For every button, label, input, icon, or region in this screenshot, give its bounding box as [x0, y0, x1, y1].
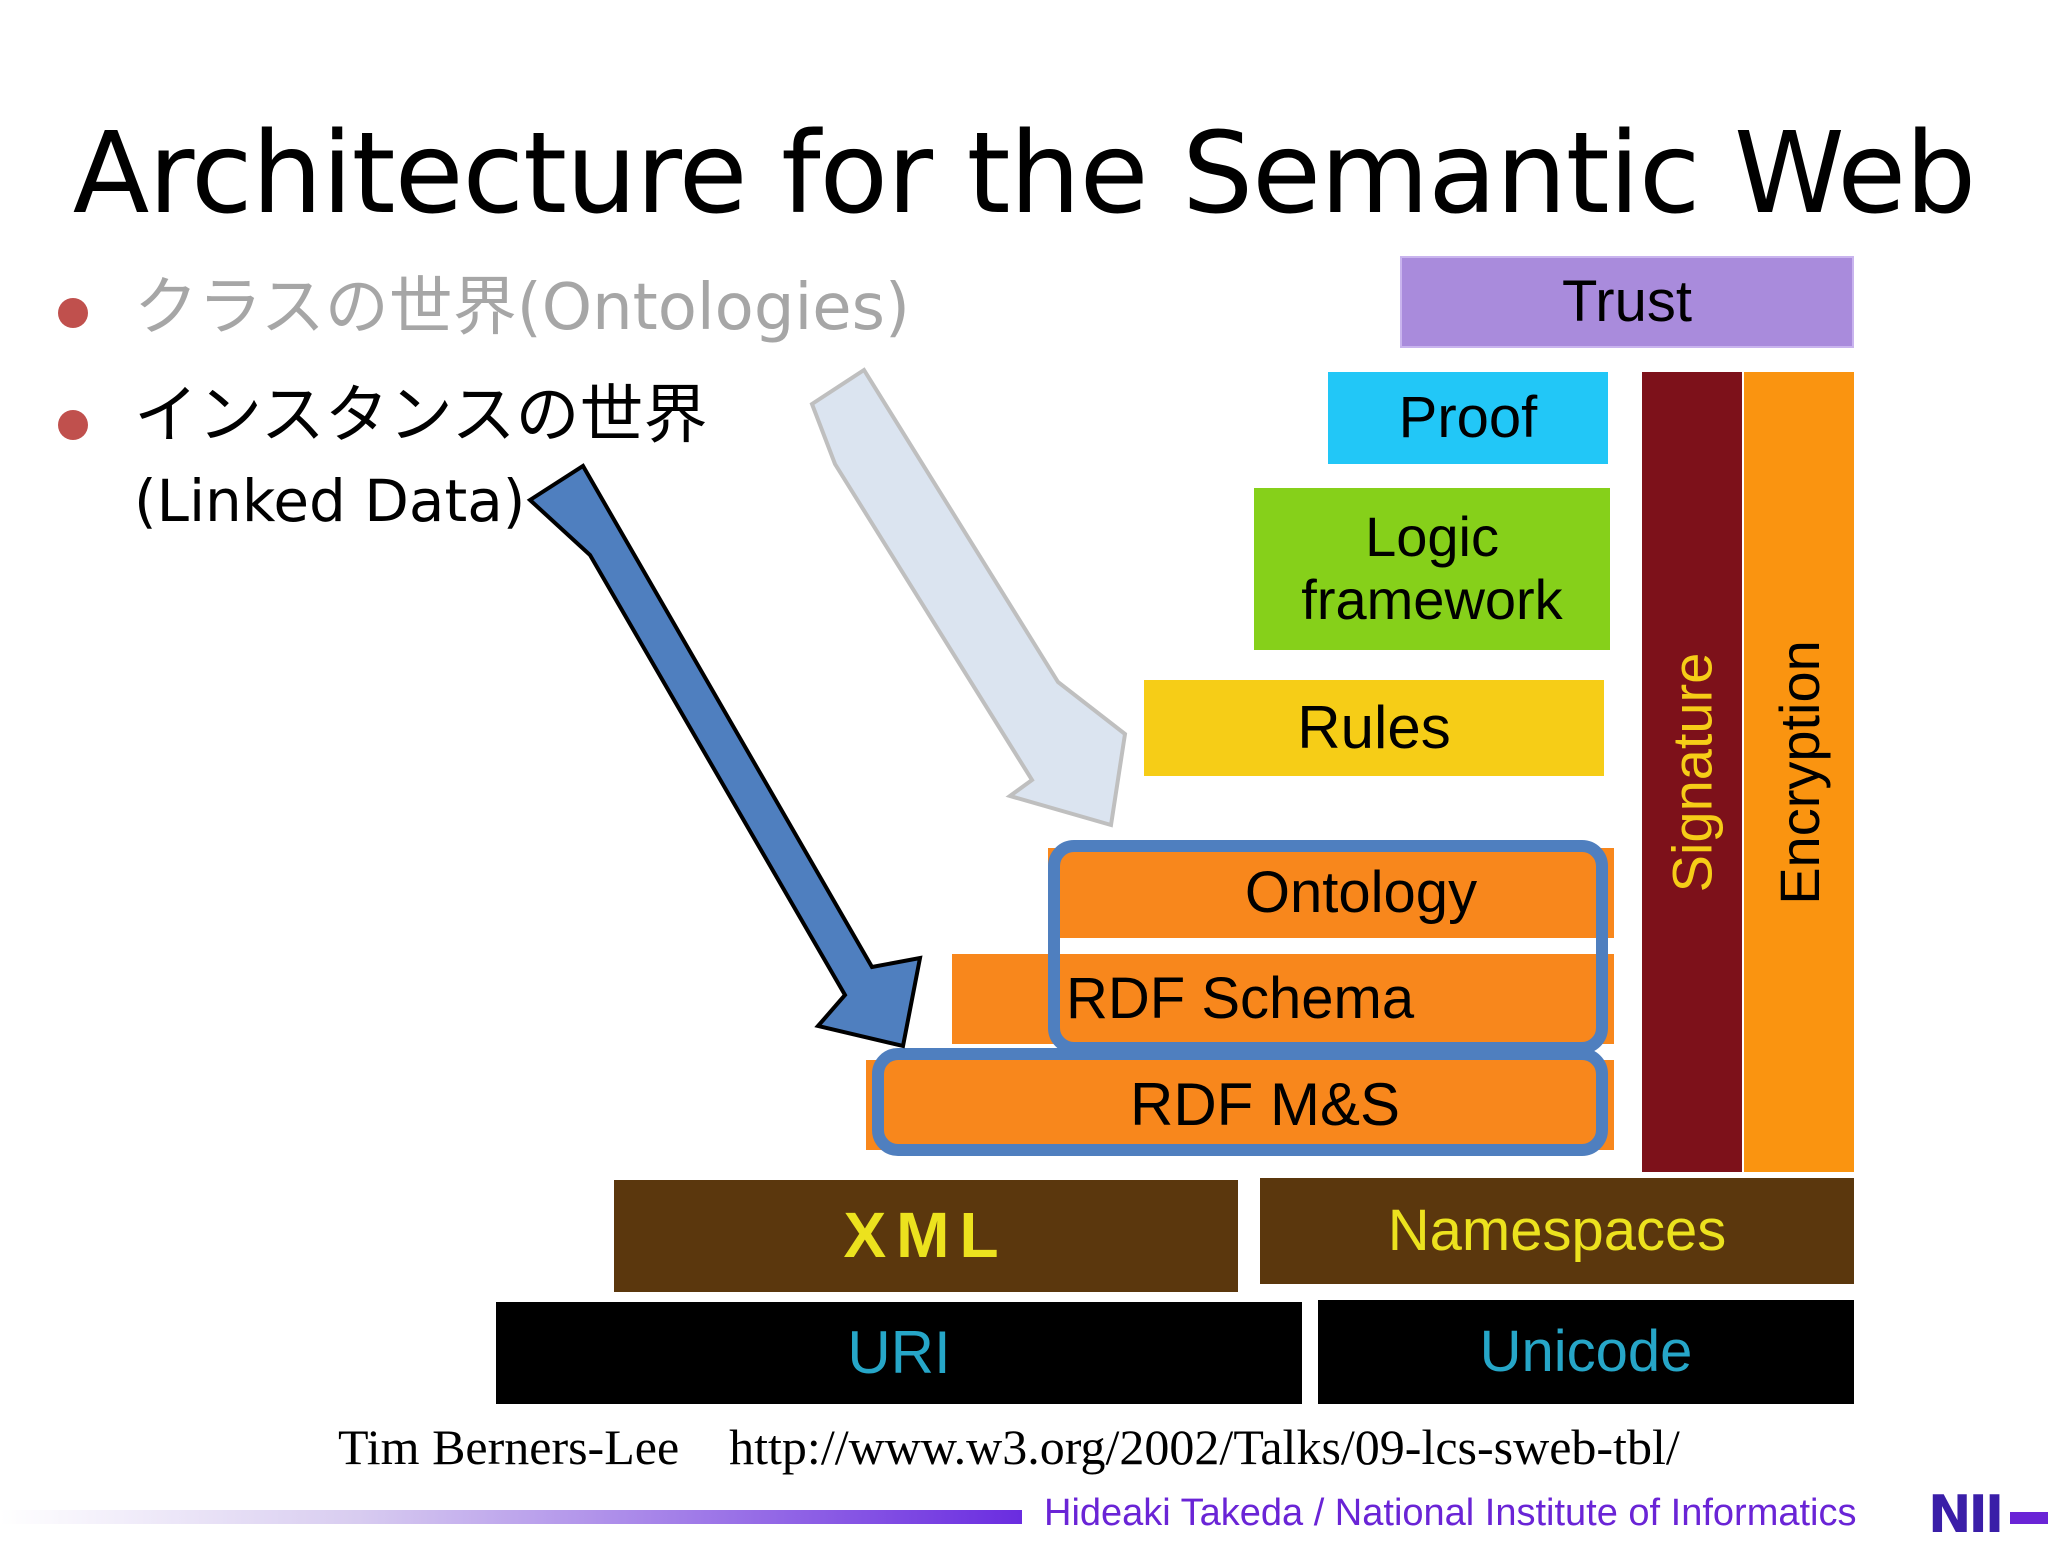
layer-logic-framework: Logic framework: [1254, 488, 1610, 650]
bullet-ontologies: クラスの世界(Ontologies): [134, 271, 910, 345]
layer-signature: Signature: [1642, 372, 1742, 1172]
layer-ontology: Ontology: [1048, 848, 1614, 938]
ontologies-arrow: [809, 367, 1128, 828]
slide-title: Architecture for the Semantic Web: [72, 109, 1976, 239]
bullet-dot: [58, 298, 88, 328]
citation: Tim Berners-Lee http://www.w3.org/2002/Ta…: [338, 1418, 1680, 1476]
footer-text: Hideaki Takeda / National Institute of I…: [1044, 1492, 1857, 1534]
bullet-linked-data-sub: (Linked Data): [134, 466, 526, 535]
layer-rdf-schema: RDF Schema: [952, 954, 1614, 1044]
nii-logo: NII: [1928, 1485, 2004, 1545]
layer-uri: URI: [496, 1302, 1302, 1404]
layer-xml: XML: [614, 1180, 1238, 1292]
linked-data-arrow: [526, 463, 923, 1049]
layer-encryption: Encryption: [1744, 372, 1854, 1172]
citation-url: http://www.w3.org/2002/Talks/09-lcs-sweb…: [729, 1419, 1680, 1475]
bullet-linked-data: インスタンスの世界 (Linked Data): [134, 378, 707, 536]
layer-rules: Rules: [1144, 680, 1604, 776]
layer-trust: Trust: [1400, 256, 1854, 348]
citation-author: Tim Berners-Lee: [338, 1419, 680, 1475]
layer-proof: Proof: [1328, 372, 1608, 464]
layer-namespaces: Namespaces: [1260, 1178, 1854, 1284]
footer-accent-bar: [2010, 1512, 2048, 1524]
bullet-dot: [58, 410, 88, 440]
layer-unicode: Unicode: [1318, 1300, 1854, 1404]
layer-rdf-ms: RDF M&S: [866, 1060, 1614, 1150]
bullet-linked-data-main: インスタンスの世界: [134, 379, 708, 453]
footer-gradient-bar: [0, 1510, 1022, 1524]
